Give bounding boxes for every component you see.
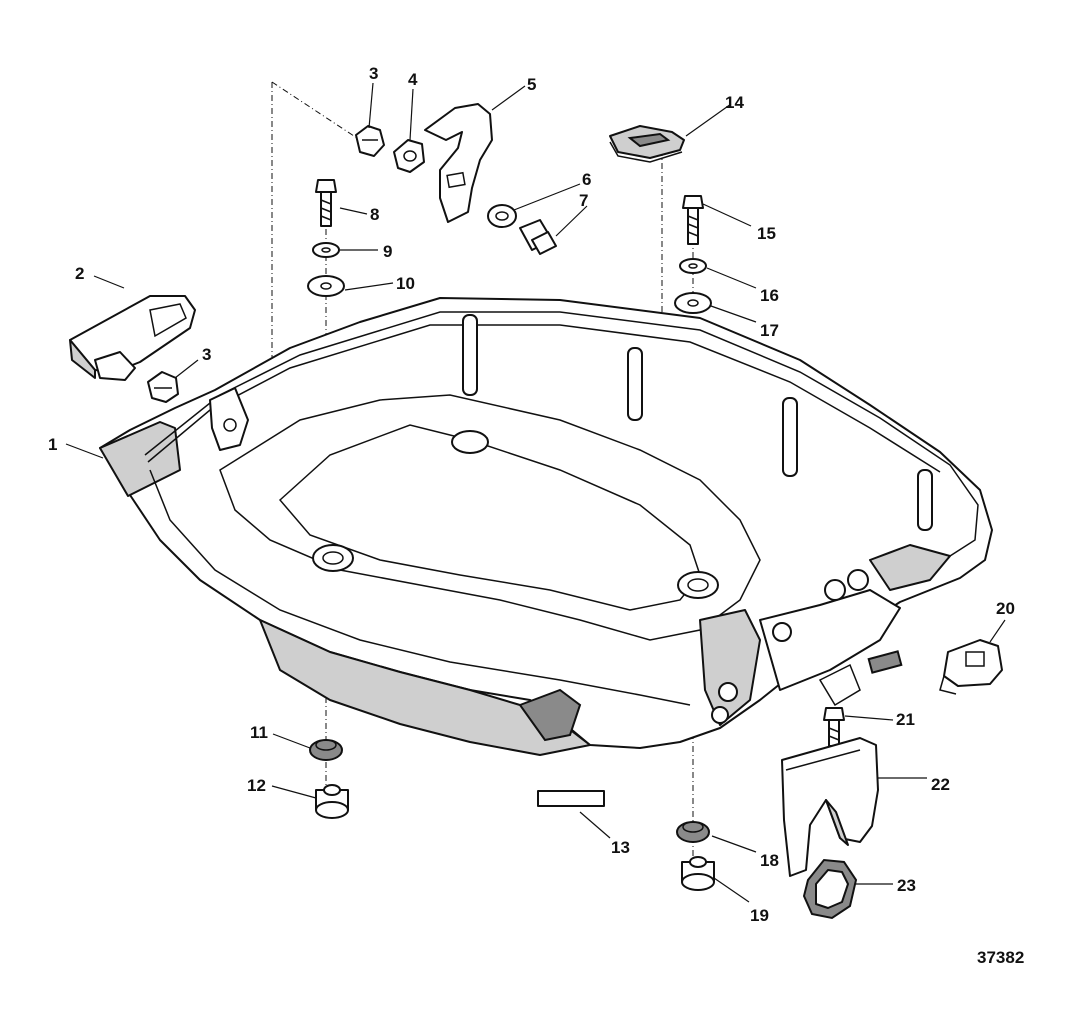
cover-part-22 <box>781 737 879 877</box>
bolt-part-21 <box>823 707 845 747</box>
callout-18: 18 <box>760 851 779 870</box>
post <box>917 469 933 531</box>
sleeve-part-19 <box>681 856 715 891</box>
washer-part-17 <box>674 292 712 314</box>
callout-12: 12 <box>247 776 266 795</box>
callout-17: 17 <box>760 321 779 340</box>
handle-part-2 <box>69 295 196 381</box>
callout-9: 9 <box>383 242 392 261</box>
callout-13: 13 <box>611 838 630 857</box>
grommet-part-14 <box>609 125 685 163</box>
screw-part-7 <box>519 219 557 255</box>
washer-part-16 <box>679 258 707 274</box>
callout-8: 8 <box>370 205 379 224</box>
callout-5: 5 <box>527 75 536 94</box>
callout-11: 11 <box>250 723 268 742</box>
bottom-cowl <box>99 297 993 756</box>
grommet-part-18 <box>676 821 710 843</box>
callout-6: 6 <box>582 170 591 189</box>
bolt-part-8 <box>315 179 337 227</box>
sleeve-part-12 <box>315 784 349 819</box>
callout-2: 2 <box>75 264 84 283</box>
callout-16: 16 <box>760 286 779 305</box>
grommet-part-11 <box>309 739 343 761</box>
post <box>462 314 478 396</box>
figure-id: 37382 <box>977 948 1024 967</box>
callout-3-top: 3 <box>369 64 378 83</box>
tab-part-4 <box>393 139 425 173</box>
callout-7: 7 <box>579 191 588 210</box>
callout-23: 23 <box>897 876 916 895</box>
washer-part-10 <box>307 275 345 297</box>
callout-3-left: 3 <box>202 345 211 364</box>
washer-part-9 <box>312 242 340 258</box>
washer-part-6 <box>487 204 517 228</box>
axis-line-3 <box>271 81 361 141</box>
seal-part-23 <box>802 858 858 920</box>
clip-part-3 <box>147 125 385 403</box>
bolt-part-15 <box>682 195 704 245</box>
callout-4: 4 <box>408 70 418 89</box>
decal-part-13 <box>537 790 605 807</box>
latch-plate-part-5 <box>424 103 493 223</box>
callout-15: 15 <box>757 224 776 243</box>
callout-10: 10 <box>396 274 415 293</box>
callout-21: 21 <box>896 710 915 729</box>
clip-part-20 <box>939 639 1003 695</box>
callout-19: 19 <box>750 906 769 925</box>
callout-1: 1 <box>48 435 57 454</box>
callout-20: 20 <box>996 599 1015 618</box>
post <box>782 397 798 477</box>
callout-labels: 1 2 3 3 4 5 6 7 8 9 10 11 12 13 14 15 16… <box>48 64 1015 925</box>
post <box>627 347 643 421</box>
leader-lines <box>65 82 1006 903</box>
callout-14: 14 <box>725 93 744 112</box>
callout-22: 22 <box>931 775 950 794</box>
